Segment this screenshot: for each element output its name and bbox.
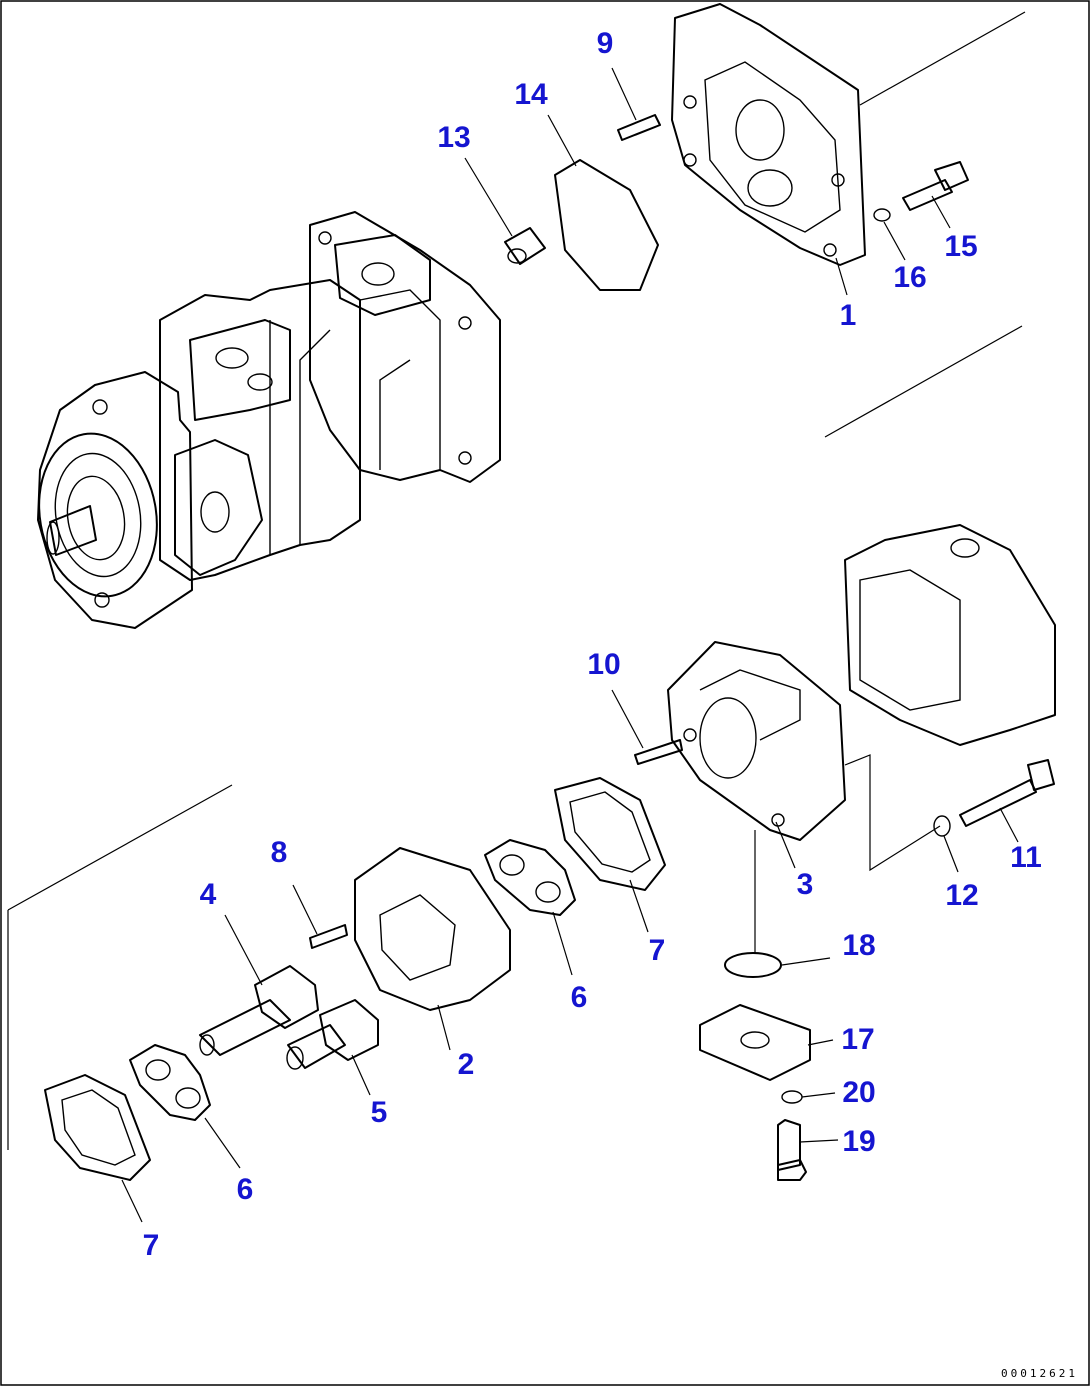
part-15-bolt <box>902 179 953 211</box>
callout-1: 1 <box>839 299 857 332</box>
callout-11: 11 <box>1010 841 1042 874</box>
part-6-plate-rear <box>484 839 576 916</box>
callout-16: 16 <box>893 261 927 294</box>
callout-10: 10 <box>587 648 621 681</box>
part-16-washer <box>873 208 891 222</box>
part-8-dowel-pin <box>309 924 348 949</box>
callout-2: 2 <box>457 1048 475 1081</box>
callout-4: 4 <box>199 878 217 911</box>
callout-14: 14 <box>514 78 548 111</box>
part-17-flange <box>699 1004 811 1081</box>
part-1-end-cover <box>671 3 866 266</box>
part-5-driven-gear <box>286 999 379 1070</box>
part-11-bolt <box>959 779 1037 827</box>
callout-7: 7 <box>648 934 666 967</box>
part-9-dowel-pin <box>617 114 661 141</box>
part-12-washer <box>933 815 951 837</box>
part-4-drive-gear <box>199 965 319 1056</box>
part-14-o-ring <box>554 159 659 291</box>
callout-3: 3 <box>796 868 814 901</box>
leader-lines <box>121 67 1019 1223</box>
callout-18: 18 <box>842 929 876 962</box>
part-10-dowel-pin <box>634 739 683 765</box>
part-6-plate-front <box>129 1044 211 1121</box>
callout-19: 19 <box>842 1125 876 1158</box>
rear-pump-section <box>844 524 1056 746</box>
part-2-gear-housing <box>354 847 511 1011</box>
part-7-gasket-rear <box>554 777 666 891</box>
callout-6: 6 <box>570 981 588 1014</box>
part-19-bolt <box>777 1119 801 1171</box>
callout-6: 6 <box>236 1173 254 1206</box>
callout-9: 9 <box>596 27 614 60</box>
callout-15: 15 <box>944 230 978 263</box>
perspective-guides <box>7 11 1026 1150</box>
drawing-number: 00012621 <box>1001 1367 1078 1380</box>
callout-12: 12 <box>945 879 979 912</box>
callout-5: 5 <box>370 1096 388 1129</box>
callout-8: 8 <box>270 836 288 869</box>
callout-17: 17 <box>841 1023 875 1056</box>
part-7-gasket-front <box>44 1074 151 1181</box>
part-13-bushing <box>504 227 546 265</box>
part-18-o-ring <box>724 952 782 978</box>
callout-20: 20 <box>842 1076 876 1109</box>
part-20-washer <box>781 1090 803 1104</box>
callout-7: 7 <box>142 1229 160 1262</box>
small-parts <box>309 114 1055 1181</box>
pump-assembly <box>37 211 501 629</box>
part-3-pump-body <box>667 641 846 841</box>
callout-13: 13 <box>437 121 471 154</box>
